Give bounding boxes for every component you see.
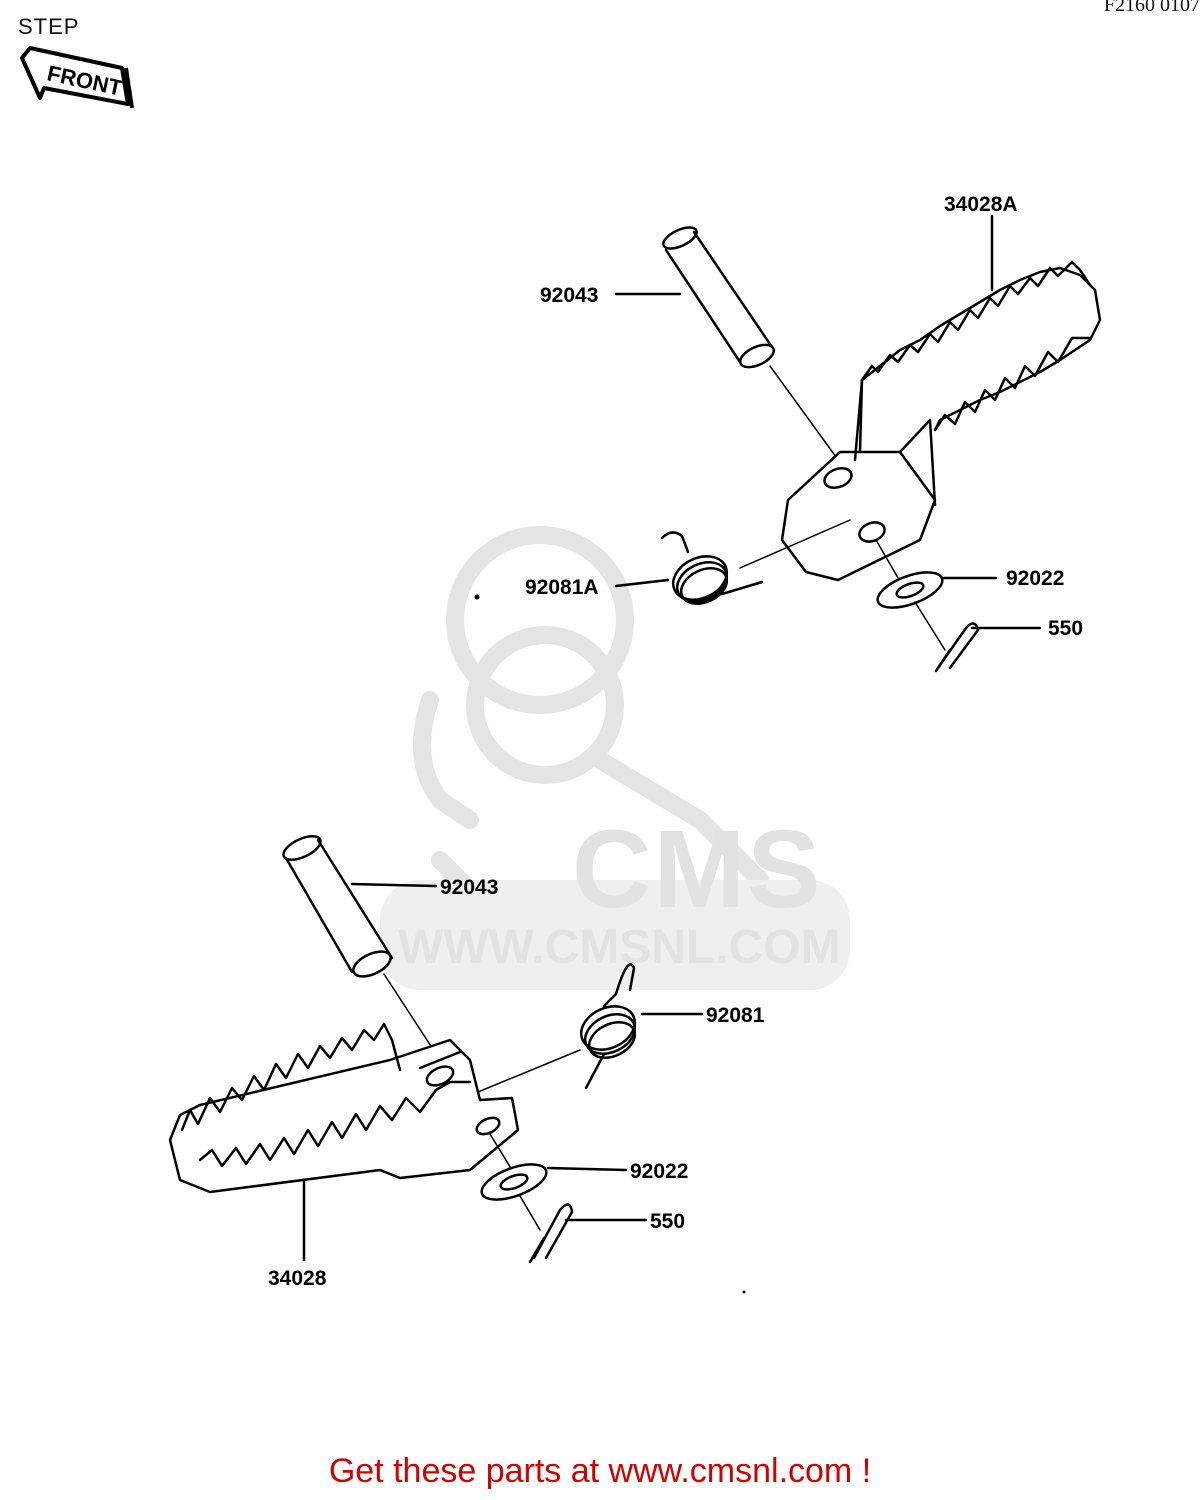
lower-washer-guide-line	[489, 1133, 513, 1171]
watermark-url: WWW.CMSNL.COM	[398, 921, 841, 974]
callout-upper-spring: 92081A	[525, 576, 599, 599]
upper-torsion-spring	[660, 531, 764, 605]
lower-spring-guide-line	[477, 1049, 581, 1093]
lower-cotter-guide-line	[519, 1195, 541, 1231]
callout-upper-cotter-pin: 550	[1048, 617, 1084, 640]
lower-footpeg	[168, 1022, 520, 1194]
callout-upper-washer: 92022	[1006, 567, 1065, 590]
callout-lower-step: 34028	[268, 1267, 327, 1290]
upper-cotter-guide-line	[914, 601, 946, 651]
lower-washer	[480, 1163, 548, 1201]
watermark-url-banner	[380, 880, 850, 990]
upper-spring-guide-line	[739, 519, 851, 569]
upper-pivot-pin	[662, 226, 776, 369]
front-arrow-icon: FRONT	[20, 46, 134, 109]
upper-washer	[876, 571, 944, 609]
watermark-brand: CMS	[572, 808, 823, 931]
lower-pivot-pin	[282, 835, 394, 978]
page-title: STEP	[18, 14, 80, 39]
reference-code: F2160 0107	[1103, 0, 1200, 16]
callout-lower-cotter-pin: 550	[650, 1210, 686, 1233]
callout-lower-washer: 92022	[630, 1160, 689, 1183]
lower-torsion-spring	[580, 963, 637, 1090]
upper-cotter-pin	[934, 622, 980, 673]
callout-upper-step: 34028A	[944, 193, 1018, 216]
callout-lower-pin: 92043	[440, 876, 499, 899]
promo-link[interactable]: Get these parts at www.cmsnl.com !	[328, 1452, 872, 1490]
upper-footpeg	[780, 260, 1102, 582]
lower-cotter-pin	[528, 1203, 574, 1264]
callout-upper-pin: 92043	[540, 284, 599, 307]
callout-lower-spring: 92081	[706, 1004, 765, 1027]
